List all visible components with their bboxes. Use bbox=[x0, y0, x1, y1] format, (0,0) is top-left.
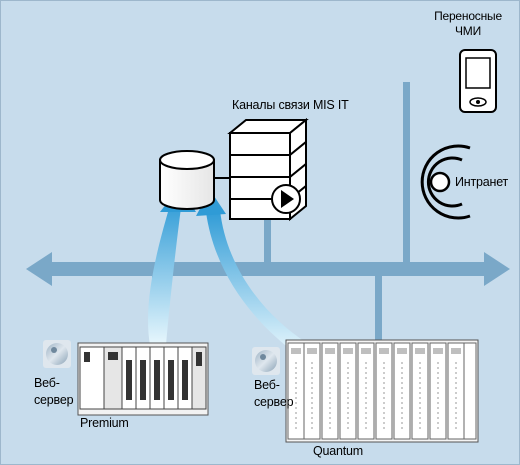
web-server-left-label: Веб- сервер bbox=[34, 375, 74, 409]
premium-plc-rack bbox=[77, 342, 209, 416]
play-icon bbox=[271, 184, 301, 214]
web-server-right-label: Веб- сервер bbox=[254, 377, 294, 411]
arrow-premium-to-db bbox=[148, 200, 182, 345]
mis-it-links-label: Каналы связи MIS IT bbox=[232, 98, 349, 112]
web-server-right-line1: Веб- bbox=[254, 378, 280, 392]
quantum-label: Quantum bbox=[313, 444, 364, 458]
mobile-hmi-label-line1: Переносные bbox=[434, 9, 502, 23]
quantum-plc-rack bbox=[285, 339, 479, 443]
web-server-left-line1: Веб- bbox=[34, 376, 60, 390]
web-server-right-line2: сервер bbox=[254, 395, 294, 409]
database-icon bbox=[159, 150, 230, 210]
intranet-icon bbox=[420, 144, 471, 220]
mobile-hmi-label: Переносные ЧМИ bbox=[420, 9, 516, 39]
server-stack-icon bbox=[227, 117, 309, 222]
web-server-icon-left bbox=[43, 340, 71, 368]
web-server-icon-right bbox=[252, 347, 280, 375]
premium-label: Premium bbox=[80, 416, 129, 430]
mobile-hmi-label-line2: ЧМИ bbox=[454, 24, 482, 38]
intranet-label: Интранет bbox=[455, 175, 509, 189]
mobile-hmi-icon bbox=[459, 49, 497, 113]
web-server-left-line2: сервер bbox=[34, 393, 74, 407]
